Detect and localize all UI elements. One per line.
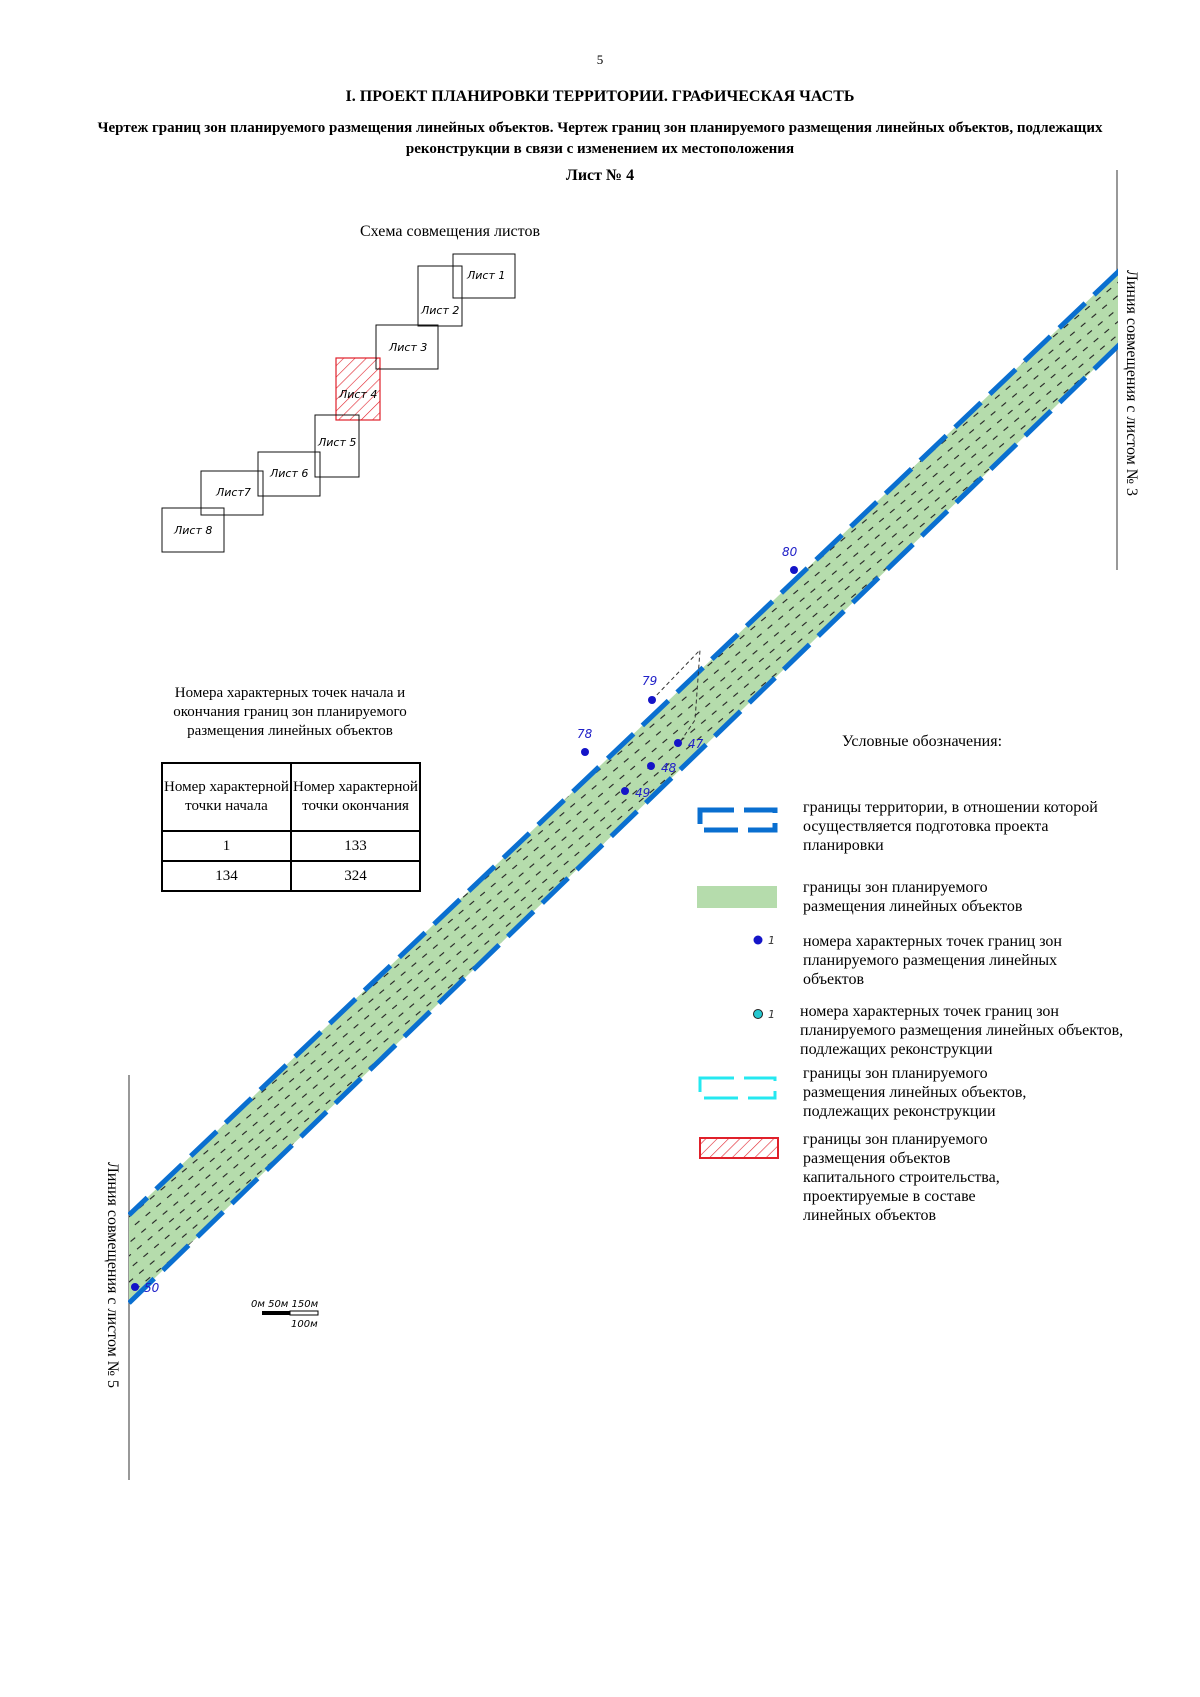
- cyan-dashed-rect-icon: [698, 1076, 777, 1100]
- column-header-end: Номер характерной точки окончания: [290, 762, 421, 832]
- sheet-frame-7: [200, 470, 264, 516]
- sheet-frame-1: [452, 253, 516, 299]
- sheet-label-4: Лист 4: [338, 388, 377, 401]
- point-label: 79: [642, 674, 657, 688]
- sheet-frame-8: [161, 507, 225, 553]
- scale-segment-white: [289, 1310, 319, 1316]
- legend-item-capital-construction: границы зон планируемого размещения объе…: [803, 1131, 1000, 1224]
- sheet-label-7: Лист7: [215, 486, 251, 499]
- point-50: [131, 1283, 139, 1291]
- points-table-caption: Номера характерных точек начала и оконча…: [173, 685, 407, 739]
- legend-item-reconstruction-zone: границы зон планируемого размещения лине…: [803, 1065, 1027, 1120]
- sheet-frame-5: [314, 414, 360, 478]
- cyan-dot-icon: [753, 1009, 763, 1019]
- table-header-row: Номер характерной точки начала Номер хар…: [161, 762, 421, 832]
- legend-sample-number: 1: [768, 1008, 775, 1021]
- point-79: [648, 696, 656, 704]
- point-80: [790, 566, 798, 574]
- point-78: [581, 748, 589, 756]
- legend-item-points: номера характерных точек границ зон план…: [803, 933, 1062, 988]
- sheet-frame-3: [375, 324, 439, 370]
- point-label: 49: [635, 786, 650, 800]
- table-cell: 324: [290, 860, 421, 892]
- points-table: Номер характерной точки начала Номер хар…: [161, 762, 421, 892]
- sheet-frame-6: [257, 451, 321, 497]
- scale-top-label: 0м 50м 150м: [251, 1299, 319, 1310]
- page-title: I. ПРОЕКТ ПЛАНИРОВКИ ТЕРРИТОРИИ. ГРАФИЧЕ…: [345, 88, 855, 105]
- sheet-4-hatch: [335, 357, 381, 421]
- point-label: 47: [688, 737, 704, 751]
- red-hatched-rect-icon: [699, 1137, 779, 1159]
- scale-segment-black: [262, 1311, 290, 1315]
- table-cell: 1: [161, 830, 292, 862]
- blue-dot-icon: [753, 935, 763, 945]
- point-49: [621, 787, 629, 795]
- territory-border-lower: [128, 342, 1118, 1305]
- column-header-start: Номер характерной точки начала: [161, 762, 292, 832]
- table-cell: 133: [290, 830, 421, 862]
- legend-sample-number: 1: [768, 934, 775, 947]
- blue-dashed-rect-icon: [697, 807, 778, 833]
- point-label: 50: [144, 1281, 160, 1295]
- characteristic-points: [131, 566, 798, 1291]
- legend-icons: [697, 807, 779, 1159]
- page-subtitle: Чертеж границ зон планируемого размещени…: [97, 120, 1103, 157]
- sheet-label-8: Лист 8: [173, 524, 212, 537]
- point-48: [647, 762, 655, 770]
- table-row: 134 324: [161, 860, 421, 892]
- sheet-schema: Лист 1 Лист 2 Лист 3 Лист 4 Лист 5 Лист …: [161, 253, 516, 553]
- sheet-label-1: Лист 1: [466, 269, 505, 282]
- reconstruction-contour: [651, 648, 701, 746]
- sheet-label-6: Лист 6: [269, 467, 308, 480]
- sheet-label-3: Лист 3: [388, 341, 427, 354]
- sheet-label-2: Лист 2: [420, 304, 459, 317]
- point-47: [674, 739, 682, 747]
- legend-item-reconstruction-points: номера характерных точек границ зон план…: [800, 1003, 1124, 1058]
- sheet-label: Лист № 4: [565, 167, 635, 184]
- scale-bar: 0м 50м 150м 100м: [251, 1299, 319, 1330]
- scale-bottom-label: 100м: [291, 1319, 318, 1330]
- point-label: 80: [782, 545, 798, 559]
- point-label: 78: [577, 727, 593, 741]
- territory-border-upper: [128, 268, 1118, 1217]
- green-fill-rect-icon: [697, 886, 777, 908]
- match-line-caption-right: Линия совмещения с листом № 3: [1123, 270, 1140, 496]
- sheet-label-5: Лист 5: [317, 436, 356, 449]
- page-number: 5: [596, 52, 604, 67]
- schema-title: Схема совмещения листов: [360, 223, 540, 240]
- point-label: 48: [661, 761, 677, 775]
- legend-heading: Условные обозначения:: [842, 733, 1003, 750]
- legend-item-territory: границы территории, в отношении которой …: [803, 799, 1098, 854]
- table-cell: 134: [161, 860, 292, 892]
- table-row: 1 133: [161, 830, 421, 862]
- sheet-frame-2: [417, 265, 463, 327]
- match-line-caption-left: Линия совмещения с листом № 5: [104, 1162, 121, 1388]
- legend-item-zone: границы зон планируемого размещения лине…: [803, 879, 1023, 915]
